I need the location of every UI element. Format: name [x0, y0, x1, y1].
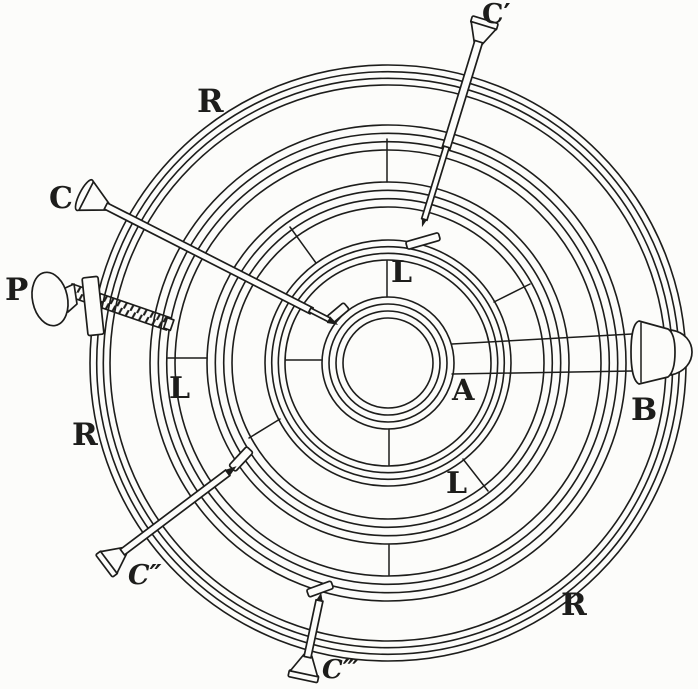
- foot-plate-rect: [306, 580, 334, 598]
- ring-line: [284, 259, 492, 467]
- clamp-pin-C-double-prime: [95, 446, 254, 578]
- label-ring-bottom-right: R: [561, 587, 587, 623]
- gimbal-rings: [89, 64, 687, 662]
- label-screw-c-triple-prime: C‴: [322, 655, 360, 685]
- pin-foot-plate: [405, 232, 441, 250]
- ring-line: [222, 197, 554, 529]
- ring-line: [231, 206, 545, 520]
- clamp-block: [81, 275, 105, 337]
- pivot-spokes: [167, 138, 531, 576]
- axle-bottom-line: [451, 370, 633, 375]
- knob-body: [630, 320, 676, 385]
- shaft-end-cap: [162, 316, 175, 332]
- axle-top-line: [451, 333, 633, 345]
- clamp-block-rect: [81, 275, 105, 337]
- pin-body: [287, 592, 324, 684]
- label-screw-c-prime: C′: [482, 0, 511, 30]
- spoke-diagonal-lower-left: [248, 418, 281, 439]
- hub-line: [328, 303, 448, 423]
- thumb-knob: [31, 271, 69, 327]
- hub-line: [321, 296, 455, 430]
- ring-line: [165, 140, 611, 586]
- pin-arrow-tip: [421, 217, 428, 228]
- fourth-ring: [264, 239, 512, 487]
- pin-body: [95, 466, 237, 578]
- label-limb-bottom-right: L: [446, 466, 467, 501]
- label-screw-c: C: [49, 181, 73, 216]
- pin-arrow-tip: [224, 466, 237, 477]
- thumbscrew-P: [31, 271, 175, 337]
- ring-line: [277, 252, 499, 474]
- pin-arrow-tip: [326, 316, 339, 325]
- label-ring-left: R: [72, 417, 98, 453]
- label-limb-top: L: [391, 255, 412, 290]
- foot-plate-rect: [405, 232, 441, 250]
- central-hub: [321, 296, 455, 430]
- label-screw-c-double-prime: C″: [128, 560, 162, 591]
- spoke-diagonal-lower-right: [462, 458, 489, 492]
- knob-round-cap: [670, 329, 693, 376]
- label-ring-top: R: [197, 82, 224, 120]
- knob-B: [630, 320, 693, 385]
- axle-A: [451, 333, 633, 375]
- ring-line: [206, 181, 570, 545]
- ring-line: [270, 245, 506, 481]
- spoke-diagonal-upper-right: [493, 283, 531, 303]
- pin-foot-plate: [306, 580, 334, 598]
- hub-line: [342, 317, 434, 409]
- clamp-pin-C: [74, 178, 350, 325]
- pin-body: [74, 178, 339, 325]
- ring-line: [174, 149, 602, 577]
- spoke-diagonal-upper-left: [289, 226, 317, 264]
- hub-line: [335, 310, 441, 416]
- figure-labels: R R R C C′ C″ C‴ P L L L A B: [5, 0, 657, 685]
- ring-line: [214, 189, 562, 537]
- pin-arrow-tip: [315, 592, 323, 603]
- third-ring: [206, 181, 570, 545]
- pin-body: [420, 15, 499, 228]
- ring-line: [157, 132, 619, 594]
- label-limb-left: L: [169, 371, 190, 406]
- second-ring: [149, 124, 627, 602]
- clamp-pin-C-triple-prime: [287, 580, 334, 684]
- label-screw-p: P: [5, 272, 28, 308]
- label-knob: B: [631, 392, 657, 428]
- ring-line: [149, 124, 627, 602]
- clamp-pin-C-prime: [405, 15, 499, 250]
- ring-line: [264, 239, 512, 487]
- label-axle: A: [451, 373, 475, 407]
